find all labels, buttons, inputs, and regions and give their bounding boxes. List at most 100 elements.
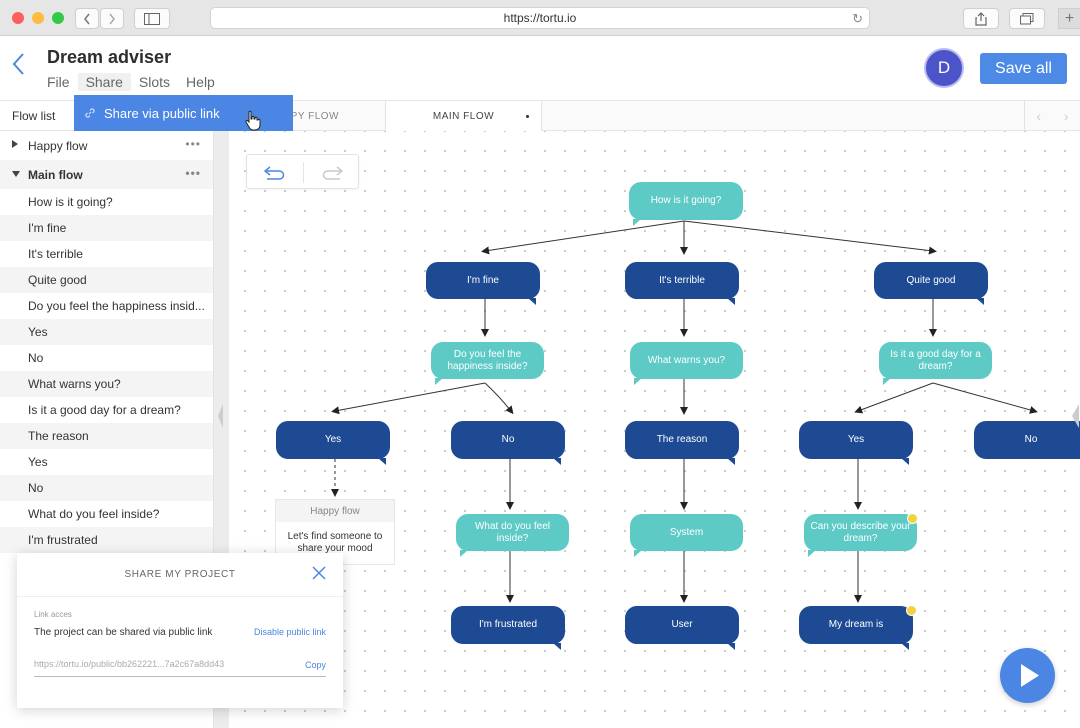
flow-node-answer[interactable]: Yes (799, 421, 913, 465)
divider (303, 162, 304, 183)
flow-node-answer[interactable]: Quite good (874, 262, 988, 305)
address-bar[interactable]: https://tortu.io ↻ (210, 7, 870, 29)
node-label: Is it a good day for a dream? (890, 348, 981, 372)
chevron-left-icon (84, 13, 90, 24)
list-item[interactable]: No (0, 475, 213, 501)
undo-icon[interactable] (263, 165, 287, 181)
share-description: The project can be shared via public lin… (34, 627, 213, 638)
menu-slots[interactable]: Slots (138, 74, 171, 90)
main-menu: File Share Slots Help (47, 73, 223, 91)
list-item[interactable]: It's terrible (28, 247, 83, 261)
node-label: What do you feel inside? (474, 520, 551, 544)
flow-group-happy[interactable]: Happy flow ••• (0, 131, 213, 160)
sidebar-toggle-button[interactable] (134, 8, 170, 29)
warning-marker-icon[interactable] (906, 605, 917, 616)
flow-group-main[interactable]: Main flow ••• (0, 160, 213, 189)
tab-next-icon[interactable]: › (1063, 108, 1069, 124)
close-icon[interactable] (312, 566, 326, 580)
node-label: No (501, 434, 515, 445)
reference-card-title: Happy flow (276, 500, 394, 522)
flow-node-answer[interactable]: Yes (276, 421, 390, 465)
copy-link-button[interactable]: Copy (304, 660, 326, 670)
browser-toolbar: https://tortu.io ↻ + (0, 0, 1080, 36)
plus-icon: + (1064, 9, 1075, 27)
flow-node-answer[interactable]: It's terrible (625, 262, 739, 305)
menu-help[interactable]: Help (186, 74, 215, 90)
flow-node-question[interactable]: What warns you? (630, 342, 743, 385)
list-item[interactable]: Yes (0, 319, 213, 345)
flow-node-answer[interactable]: My dream is (799, 606, 913, 650)
user-avatar[interactable]: D (926, 50, 962, 86)
node-label: Yes (847, 434, 865, 445)
menu-file[interactable]: File (47, 74, 70, 90)
flow-node-answer[interactable]: I'm frustrated (451, 606, 565, 650)
browser-forward-button[interactable] (100, 8, 124, 29)
share-project-modal: SHARE MY PROJECT Link acces The project … (17, 553, 343, 708)
list-item[interactable]: How is it going? (28, 195, 113, 209)
redo-icon[interactable] (320, 165, 344, 181)
sidebar-icon (144, 12, 160, 25)
project-title: Dream adviser (47, 47, 172, 67)
tab-main-flow[interactable]: MAIN FLOW (386, 101, 542, 131)
more-options-icon[interactable]: ••• (185, 166, 201, 180)
node-label: My dream is (828, 619, 884, 630)
flow-node-question[interactable]: Is it a good day for a dream? (879, 342, 992, 385)
reload-icon[interactable]: ↻ (852, 11, 863, 26)
list-item[interactable]: Yes (28, 455, 48, 469)
minimize-window-button[interactable] (32, 12, 44, 24)
list-item[interactable]: No (28, 351, 44, 365)
flow-node-question[interactable]: Can you describe your dream? (804, 514, 917, 557)
node-label: It's terrible (659, 274, 705, 286)
node-label: Do you feel the happiness inside? (447, 348, 528, 372)
browser-back-button[interactable] (75, 8, 99, 29)
link-icon (85, 108, 95, 118)
app-header: Dream adviser File Share Slots Help D Sa… (0, 36, 1080, 101)
collapse-sidebar-handle[interactable] (218, 404, 224, 428)
reference-card-text: Let's find someone to share your mood (287, 531, 383, 554)
flow-node-answer[interactable]: The reason (625, 421, 739, 465)
flow-node-answer[interactable]: User (625, 606, 739, 650)
url-text: https://tortu.io (503, 11, 577, 25)
flow-canvas[interactable]: How is it going? I'm fine It's terrible … (229, 131, 1080, 728)
flow-node-question[interactable]: Do you feel the happiness inside? (431, 342, 544, 385)
list-item[interactable]: Quite good (0, 267, 213, 293)
new-tab-button[interactable]: + (1058, 8, 1080, 29)
maximize-window-button[interactable] (52, 12, 64, 24)
list-item[interactable]: Do you feel the happiness insid... (28, 299, 205, 313)
flow-node-answer[interactable]: No (451, 421, 565, 465)
flow-node-question[interactable]: How is it going? (629, 182, 743, 226)
list-item[interactable]: What warns you? (0, 371, 213, 397)
collapse-right-panel-handle[interactable] (1071, 404, 1079, 428)
disable-public-link-button[interactable]: Disable public link (253, 627, 326, 637)
list-item[interactable]: The reason (0, 423, 213, 449)
flow-node-question[interactable]: What do you feel inside? (456, 514, 569, 557)
list-item[interactable]: I'm fine (0, 215, 213, 241)
tab-happy-flow[interactable]: PPY FLOW (214, 101, 386, 131)
flow-node-question[interactable]: System (630, 514, 743, 557)
flow-node-answer[interactable]: I'm fine (426, 262, 540, 305)
node-label: The reason (656, 434, 708, 445)
hand-cursor-icon (245, 110, 261, 131)
flow-group-label: Main flow (28, 167, 83, 182)
warning-marker-icon[interactable] (907, 513, 918, 524)
save-all-button[interactable]: Save all (980, 53, 1067, 84)
tab-prev-icon[interactable]: ‹ (1036, 108, 1042, 124)
more-options-icon[interactable]: ••• (185, 137, 201, 151)
share-page-button[interactable] (963, 8, 999, 29)
list-item[interactable]: Is it a good day for a dream? (28, 403, 181, 417)
tabs-overview-button[interactable] (1009, 8, 1045, 29)
close-window-button[interactable] (12, 12, 24, 24)
node-label: Yes (324, 434, 342, 445)
node-label: Quite good (906, 274, 956, 286)
back-arrow-icon[interactable] (10, 52, 26, 76)
run-flow-button[interactable] (1000, 648, 1055, 703)
public-link-field[interactable]: https://tortu.io/public/bb262221...7a2c6… (34, 659, 326, 677)
list-item[interactable]: What do you feel inside? (28, 507, 160, 521)
flow-node-answer[interactable]: No (974, 421, 1080, 459)
list-item[interactable]: I'm frustrated (0, 527, 213, 553)
menu-share[interactable]: Share (77, 73, 131, 91)
node-label: What warns you? (647, 354, 726, 366)
link-access-label: Link acces (34, 610, 72, 619)
divider (17, 596, 343, 597)
